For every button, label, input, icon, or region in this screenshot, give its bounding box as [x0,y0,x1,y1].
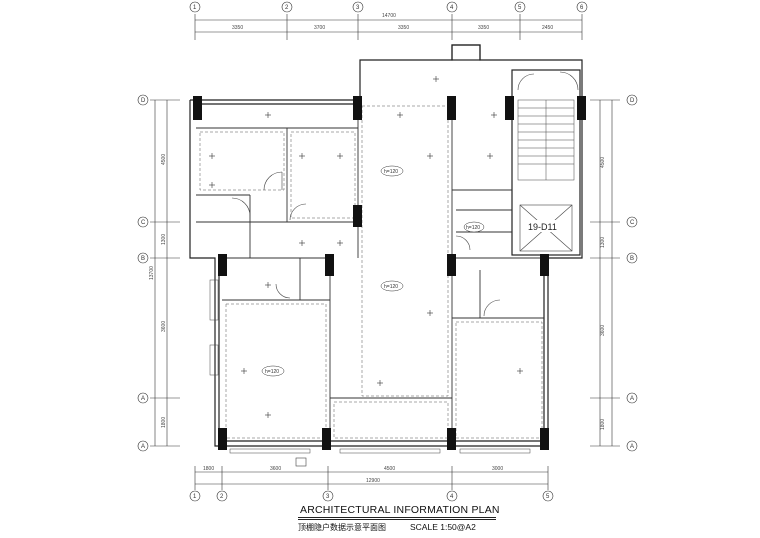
right-axis-markers [626,94,638,452]
left-axis-markers [137,94,149,452]
bottom-axis-markers [189,490,554,502]
bottom-axis-5: 5 [546,494,550,500]
left-dim-1: 4500 [161,154,167,165]
right-axis-b: B [630,256,634,262]
title-underline-1 [298,517,496,518]
top-axis-4: 4 [450,5,454,11]
elevator-label-bg [526,220,566,232]
height-tag-3: h=120 [466,225,480,231]
left-axis-a2: A [141,444,145,450]
left-dimension-lines [150,99,180,447]
top-dim-4: 3350 [478,25,489,31]
bottom-dimension-lines [194,466,549,490]
fixture-marks [209,76,523,418]
top-axis-markers [189,1,588,13]
right-dim-1: 4500 [600,157,606,168]
right-axis-a2: A [630,444,634,450]
left-dim-3: 3600 [161,321,167,332]
staircase [517,99,575,181]
height-tag-2: h=120 [384,284,398,290]
elevator-label: 19-D11 [528,222,557,232]
bottom-dim-3: 4500 [384,466,395,472]
interior-walls [196,100,544,441]
drawing-title: ARCHITECTURAL INFORMATION PLAN [300,504,500,516]
ceiling-outlines [199,105,543,439]
right-axis-d: D [630,98,635,104]
title-underline-2 [298,519,496,520]
height-tag-4: h=120 [265,369,279,375]
top-axis-1: 1 [193,5,197,11]
entry-marker [295,457,307,467]
bottom-dim-1: 1800 [203,466,214,472]
left-axis-c: C [141,220,146,226]
top-total-dim: 14700 [382,13,396,19]
bottom-axis-4: 4 [450,494,454,500]
top-axis-5: 5 [518,5,522,11]
top-dim-2: 3700 [314,25,325,31]
right-dim-3: 3600 [600,325,606,336]
right-axis-a: A [630,396,634,402]
top-dim-1: 3350 [232,25,243,31]
bottom-dim-4: 3000 [492,466,503,472]
right-axis-c: C [630,220,635,226]
bottom-total-dim: 12900 [366,478,380,484]
left-axis-a: A [141,396,145,402]
top-axis-3: 3 [356,5,360,11]
left-axis-b: B [141,256,145,262]
top-dim-3: 3350 [398,25,409,31]
height-tags [261,165,485,377]
exterior-walls [189,44,583,447]
bottom-dim-2: 3600 [270,466,281,472]
right-dim-4: 1800 [600,419,606,430]
left-dim-2: 1300 [161,234,167,245]
height-tag-1: h=120 [384,169,398,175]
top-dim-5: 2450 [542,25,553,31]
bottom-axis-3: 3 [326,494,330,500]
structural-columns [193,96,586,450]
bottom-axis-1: 1 [193,494,197,500]
top-axis-2: 2 [285,5,289,11]
bottom-axis-2: 2 [220,494,224,500]
left-total-dim: 13700 [149,266,155,280]
left-dim-4: 1800 [161,417,167,428]
drawing-subtitle: 顶棚隐户数据示意平面图 [298,523,386,532]
top-axis-6: 6 [580,5,584,11]
drawing-scale: SCALE 1:50@A2 [410,522,476,532]
left-axis-d: D [141,98,146,104]
door-swings [231,71,579,317]
top-dimension-lines [194,14,583,40]
right-dim-2: 1300 [600,237,606,248]
right-dimension-lines [590,99,620,447]
windows [209,279,531,454]
